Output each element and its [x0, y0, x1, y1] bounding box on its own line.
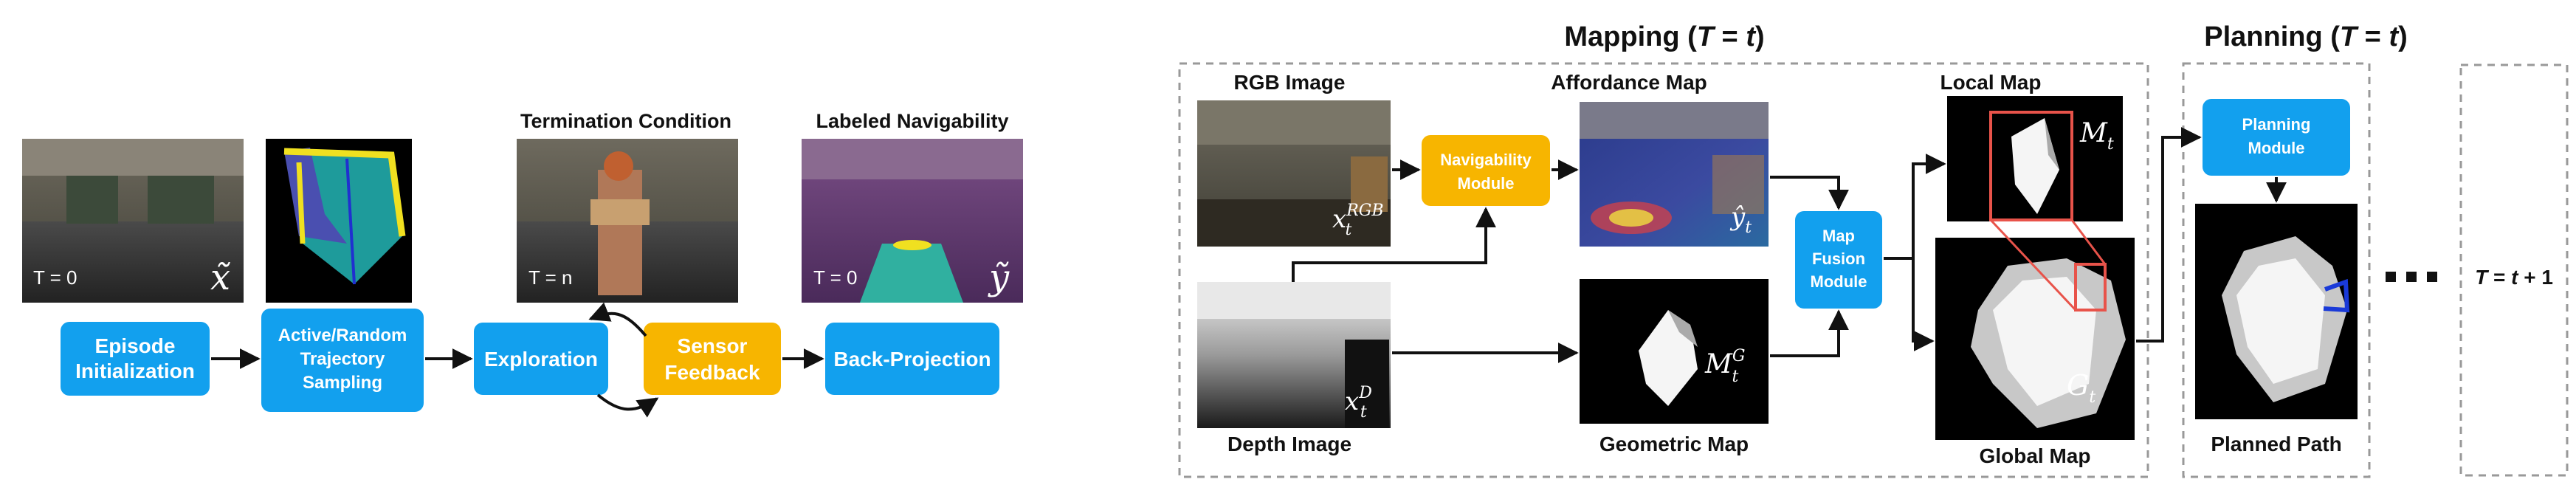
svg-text:Feedback: Feedback	[664, 361, 760, 384]
next-step-frame	[2459, 63, 2569, 477]
mapping-title: Mapping (T = t)	[1564, 21, 1764, 52]
planning-module-box: Planning Module	[2203, 99, 2350, 176]
svg-text:Navigability: Navigability	[1440, 151, 1532, 169]
labeled-navigability-label: Labeled Navigability	[816, 110, 1008, 132]
tile-time-label: T = 0	[33, 266, 78, 289]
affordance-map-image: ŷt	[1580, 102, 1769, 247]
termination-condition-label: Termination Condition	[520, 110, 731, 132]
svg-text:Exploration: Exploration	[484, 348, 598, 371]
svg-text:Module: Module	[2248, 139, 2305, 157]
mapping-frame	[1178, 62, 2149, 478]
svg-text:Module: Module	[1458, 174, 1515, 193]
svg-text:Active/Random: Active/Random	[278, 326, 407, 345]
planning-arrows	[2136, 127, 2287, 343]
initial-observation-image: T = 0 x̃	[22, 139, 244, 303]
rgb-image-label: RGB Image	[1234, 71, 1346, 94]
svg-text:Sensor: Sensor	[678, 334, 748, 357]
svg-text:Episode: Episode	[95, 334, 176, 357]
map-fusion-module-box: Map Fusion Module	[1795, 211, 1882, 309]
svg-text:Back-Projection: Back-Projection	[833, 348, 991, 371]
m-t-symbol: Mt	[2079, 118, 2114, 154]
episode-initialization-box: Episode Initialization	[61, 322, 210, 396]
x-tilde-symbol: x̃	[210, 257, 230, 298]
svg-text:Module: Module	[1811, 272, 1867, 291]
svg-text:Initialization: Initialization	[75, 359, 195, 382]
depth-image-label: Depth Image	[1227, 433, 1351, 455]
affordance-map-label: Affordance Map	[1551, 71, 1707, 94]
planning-frame	[2182, 62, 2371, 478]
svg-text:Map: Map	[1822, 227, 1855, 245]
local-map-label: Local Map	[1940, 71, 2042, 94]
y-tilde-symbol: ỹ	[988, 257, 1010, 298]
y-hat-symbol: ŷt	[1729, 202, 1752, 237]
planned-path-image	[2195, 204, 2358, 419]
local-map-image: Mt	[1947, 96, 2123, 221]
svg-text:Fusion: Fusion	[1812, 250, 1865, 268]
global-map-image: Gt	[1935, 218, 2135, 440]
exploration-box: Exploration	[474, 323, 608, 395]
svg-text:Trajectory: Trajectory	[300, 349, 385, 369]
labeled-navigability-image: T = 0 ỹ	[802, 139, 1023, 303]
global-map-label: Global Map	[1980, 444, 2091, 467]
termination-image: T = n	[517, 139, 738, 303]
trajectory-map-image	[266, 139, 412, 303]
back-projection-box: Back-Projection	[825, 323, 999, 395]
mapping-arrows	[1292, 154, 1946, 363]
continuation-dots	[2386, 272, 2437, 282]
planning-title: Planning (T = t)	[2204, 21, 2408, 52]
tile-time-label: T = 0	[813, 266, 858, 289]
sensor-feedback-box: Sensor Feedback	[644, 323, 781, 395]
svg-text:Sampling: Sampling	[303, 373, 382, 393]
next-step-label: T = t + 1	[2475, 266, 2553, 289]
trajectory-sampling-box: Active/Random Trajectory Sampling	[261, 309, 424, 412]
tile-time-label: T = n	[528, 266, 573, 289]
svg-text:Planning: Planning	[2242, 115, 2311, 134]
geometric-map-label: Geometric Map	[1599, 433, 1749, 455]
g-t-symbol: Gt	[2067, 369, 2095, 407]
navigability-module-box: Navigability Module	[1422, 135, 1550, 206]
planned-path-label: Planned Path	[2211, 433, 2341, 455]
left-arrows	[211, 302, 824, 418]
